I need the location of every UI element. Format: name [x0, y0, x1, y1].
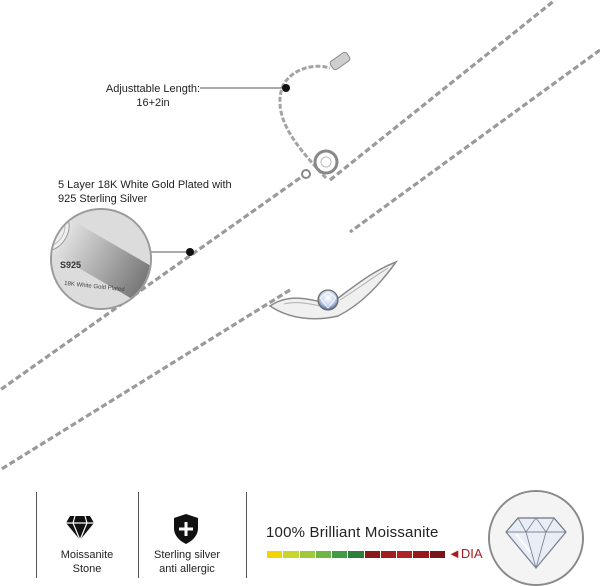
color-scale-segment: [283, 551, 299, 558]
color-scale-segment: [332, 551, 348, 558]
color-scale-segment: [267, 551, 283, 558]
color-scale-segment: [429, 551, 445, 558]
divider-1: [36, 492, 37, 578]
dia-scale-label: ◄DIA: [448, 546, 483, 561]
extension-chain: [278, 51, 351, 180]
feature-moissanite-stone: Moissanite Stone: [48, 548, 126, 576]
chain-strand-lower: [0, 48, 600, 472]
color-scale-segment: [299, 551, 315, 558]
plating-callout-line: [148, 248, 194, 256]
color-scale-segment: [364, 551, 380, 558]
color-scale-segment: [397, 551, 413, 558]
feature-moissanite-line1: Moissanite: [60, 549, 114, 561]
feature-sterling-silver: Sterling silver anti allergic: [142, 548, 232, 576]
moissanite-gem-photo: [488, 490, 584, 586]
divider-2: [138, 492, 139, 578]
color-scale-segment: [380, 551, 397, 558]
diamond-color-scale: [267, 551, 445, 558]
plating-label-line2: 925 Sterling Silver: [58, 193, 148, 205]
feature-moissanite-line2: Stone: [72, 563, 102, 575]
color-scale-segment: [413, 551, 429, 558]
s925-label: S925: [60, 260, 82, 270]
plating-callout: 5 Layer 18K White Gold Plated with 925 S…: [58, 178, 278, 206]
chain-strand-upper: [0, 0, 556, 392]
spring-ring-clasp: [301, 149, 339, 179]
shield-plus-icon: [174, 514, 198, 544]
adjustable-length-callout: Adjusttable Length: 16+2in: [92, 82, 214, 110]
length-label-line1: Adjusttable Length:: [105, 83, 201, 95]
brilliant-moissanite-title: 100% Brilliant Moissanite: [266, 524, 439, 541]
plating-label-line1: 5 Layer 18K White Gold Plated with: [58, 179, 232, 191]
color-scale-segment: [348, 551, 364, 558]
length-callout-line: [200, 84, 290, 92]
color-scale-segment: [315, 551, 332, 558]
feature-silver-line2: anti allergic: [159, 563, 215, 575]
diamond-icon: [66, 515, 94, 541]
metal-layer-zoom-circle: [50, 208, 152, 310]
length-label-line2: 16+2in: [136, 97, 170, 109]
divider-3: [246, 492, 247, 578]
metal-cylinder-image: [52, 210, 150, 308]
angel-wing-pendant: [268, 260, 399, 320]
feature-silver-line1: Sterling silver: [153, 549, 221, 561]
gem-illustration: [490, 492, 582, 584]
